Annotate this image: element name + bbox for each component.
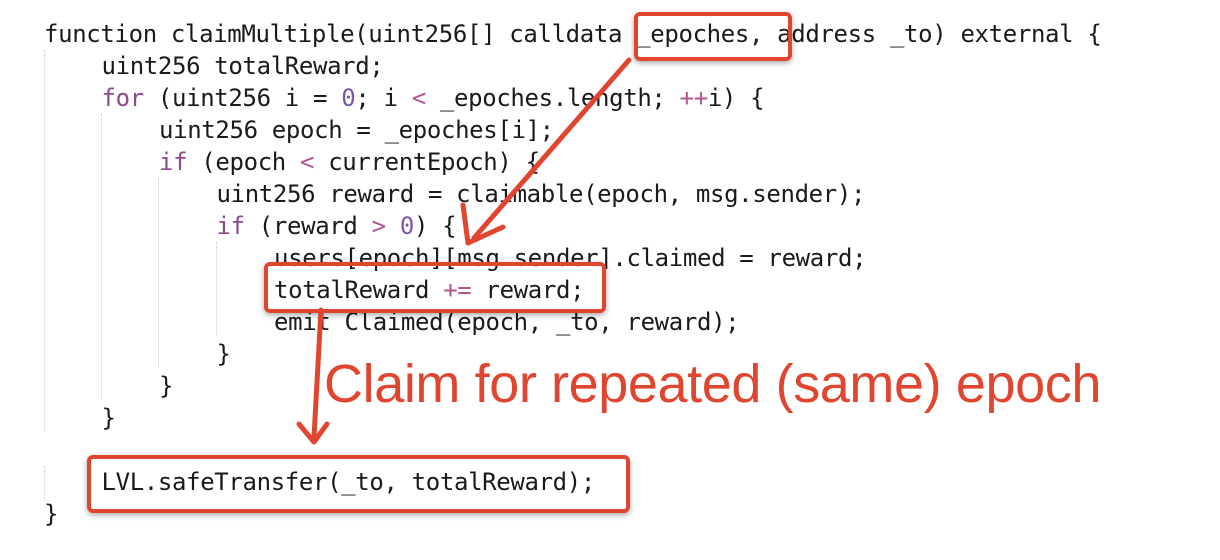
code-token: users[epoch][msg.sender].claimed = rewar… <box>274 244 867 272</box>
code-line: } <box>217 338 231 370</box>
arrow-epoches-to-total <box>471 57 632 241</box>
code-line: for (uint256 i = 0; i < _epoches.length;… <box>102 82 765 114</box>
code-token: uint256 epoch = _epoches[i]; <box>159 116 554 144</box>
arrow-head-2 <box>296 421 330 445</box>
code-line: uint256 reward = claimable(epoch, msg.se… <box>217 178 866 210</box>
code-line: if (epoch < currentEpoch) { <box>159 146 540 178</box>
code-token: < <box>411 84 426 112</box>
indent-guide <box>101 114 102 400</box>
code-token: } <box>216 340 231 368</box>
code-line: } <box>159 370 173 402</box>
code-token: _epoches.length; <box>425 84 680 112</box>
code-token: < <box>300 148 315 176</box>
code-token: LVL.safeTransfer(_to, totalReward); <box>101 468 596 496</box>
code-token: for <box>101 84 145 112</box>
code-line: } <box>44 498 58 530</box>
code-token: ) { <box>413 212 457 240</box>
code-token: (epoch <box>187 148 300 176</box>
safe-transfer-line-highlight <box>87 455 630 513</box>
indent-guide <box>158 178 159 368</box>
code-line: if (reward > 0) { <box>217 210 457 242</box>
indent-guide <box>44 50 45 432</box>
code-token: reward; <box>471 276 585 304</box>
code-token: uint256 reward = claimable(epoch, msg.se… <box>216 180 866 208</box>
code-token: currentEpoch) { <box>314 148 540 176</box>
code-token: } <box>101 404 116 432</box>
code-token: i) { <box>707 84 765 112</box>
code-token: if <box>216 212 246 240</box>
code-token: function claimMultiple(uint256[] calldat… <box>44 20 1102 48</box>
epoches-param-highlight <box>634 12 792 61</box>
annotation-text: Claim for repeated (same) epoch <box>324 354 1101 414</box>
code-line: uint256 totalReward; <box>102 50 384 82</box>
code-token: } <box>159 372 174 400</box>
code-token: totalReward <box>274 276 444 304</box>
total-reward-line-highlight <box>264 262 606 313</box>
code-token: 0 <box>399 212 414 240</box>
code-token: > <box>371 212 386 240</box>
code-line: totalReward += reward; <box>274 274 585 306</box>
code-token: ++ <box>679 84 709 112</box>
arrow-head-1 <box>460 202 506 246</box>
code-token: (uint256 i = <box>143 84 342 112</box>
code-line: users[epoch][msg.sender].claimed = rewar… <box>274 242 867 274</box>
code-token: if <box>159 148 188 176</box>
code-token: (reward <box>244 212 372 240</box>
code-token: } <box>44 500 59 528</box>
indent-guide <box>216 242 217 336</box>
code-token: += <box>443 276 472 304</box>
indent-guide <box>44 466 45 500</box>
code-token: uint256 totalReward; <box>101 52 384 80</box>
code-line: uint256 epoch = _epoches[i]; <box>159 114 554 146</box>
code-line: } <box>102 402 116 434</box>
code-token: ; i <box>355 84 412 112</box>
code-line: LVL.safeTransfer(_to, totalReward); <box>101 466 596 498</box>
code-token: 0 <box>341 84 356 112</box>
code-line: function claimMultiple(uint256[] calldat… <box>44 18 1102 50</box>
arrow-total-to-transfer <box>311 307 324 440</box>
